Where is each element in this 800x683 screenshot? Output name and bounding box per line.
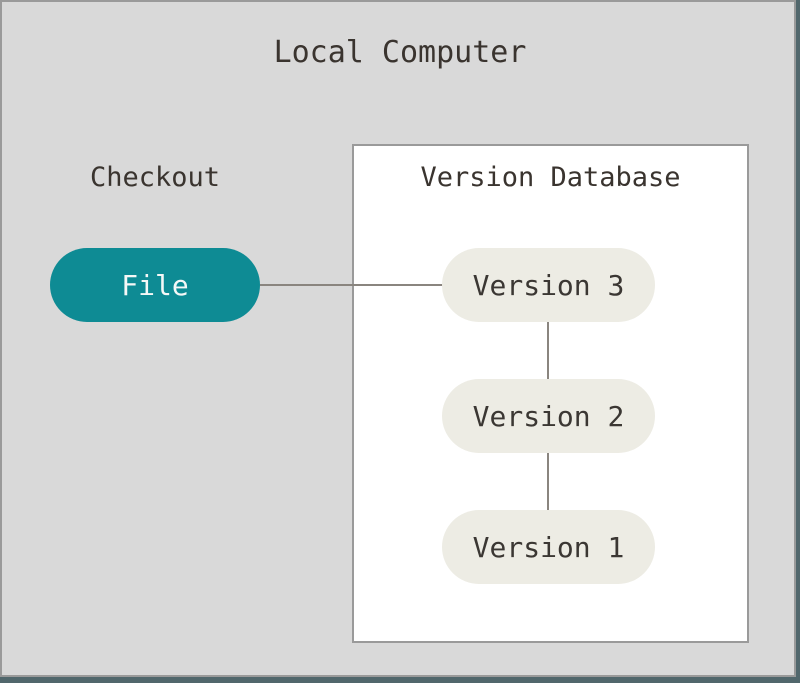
diagram-title: Local Computer bbox=[273, 35, 527, 70]
file-node: File bbox=[50, 248, 260, 322]
checkout-label: Checkout bbox=[89, 162, 221, 193]
connector-version2-to-version1 bbox=[547, 452, 549, 511]
version-3-node: Version 3 bbox=[442, 248, 655, 322]
version-database-label: Version Database bbox=[420, 162, 681, 193]
connector-file-to-version3 bbox=[260, 284, 444, 286]
version-1-node: Version 1 bbox=[442, 510, 655, 584]
connector-version3-to-version2 bbox=[547, 322, 549, 380]
version-2-node: Version 2 bbox=[442, 379, 655, 453]
